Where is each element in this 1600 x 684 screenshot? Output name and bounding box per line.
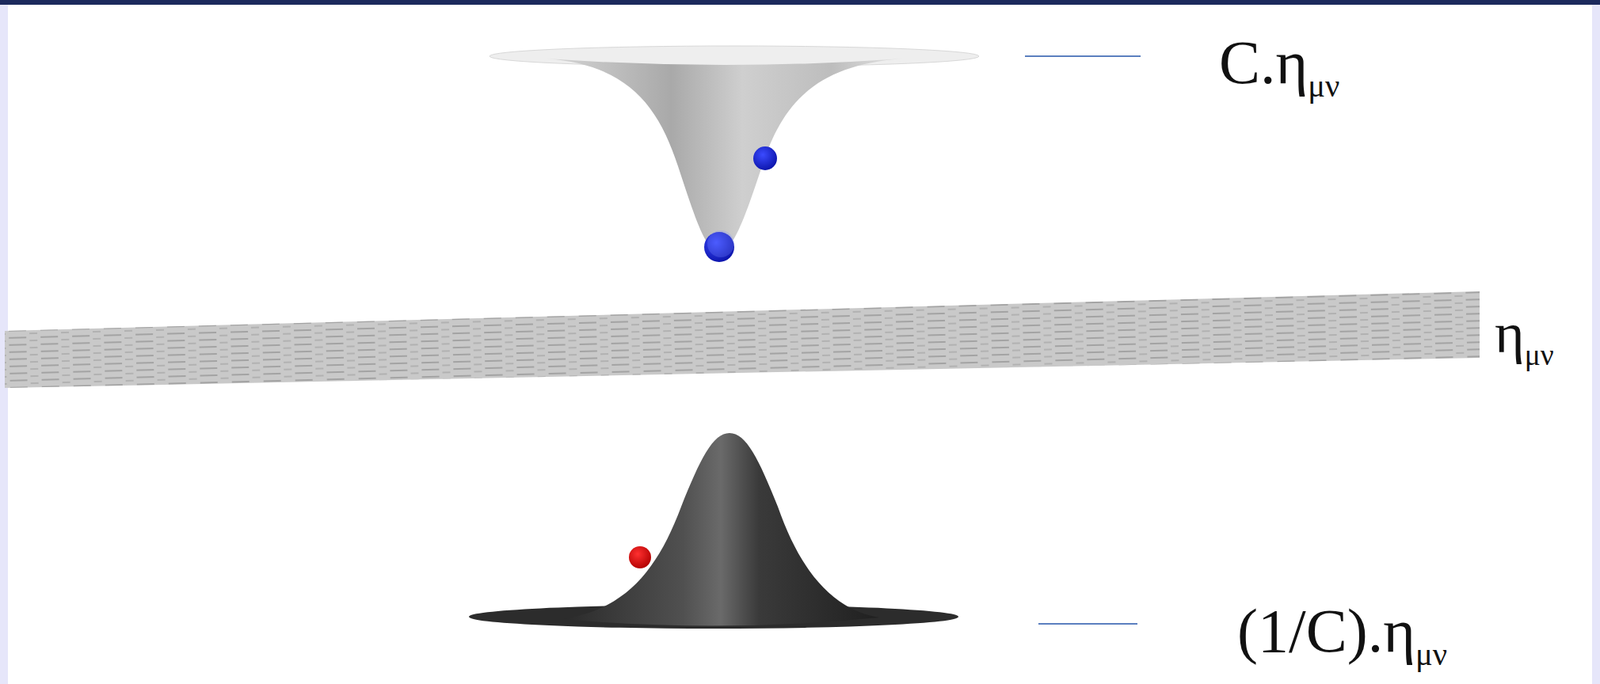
- index-subscript: μν: [1307, 68, 1340, 104]
- funnel-rim: [489, 45, 980, 67]
- metric-label: C.ημν: [1219, 31, 1340, 103]
- blue-ball-halo: [707, 230, 735, 258]
- metric-symbol: C.η: [1219, 27, 1308, 97]
- red-ball: [628, 546, 652, 569]
- side-strip: [1592, 0, 1600, 684]
- flat-plane-texture: [4, 291, 1480, 389]
- level-tick: [1024, 55, 1141, 58]
- metric-label: ημν: [1494, 304, 1555, 370]
- funnel-surface: [546, 58, 903, 252]
- index-subscript: μν: [1415, 636, 1448, 673]
- flat-plane: [4, 291, 1480, 389]
- level-tick: [1038, 623, 1138, 625]
- metric-symbol: (1/C).η: [1237, 596, 1416, 666]
- top-bar: [0, 0, 1600, 5]
- metric-symbol: η: [1494, 301, 1525, 366]
- hill-surface: [562, 433, 880, 627]
- blue-ball: [753, 146, 778, 171]
- metric-label: (1/C).ημν: [1237, 600, 1448, 672]
- index-subscript: μν: [1524, 339, 1555, 372]
